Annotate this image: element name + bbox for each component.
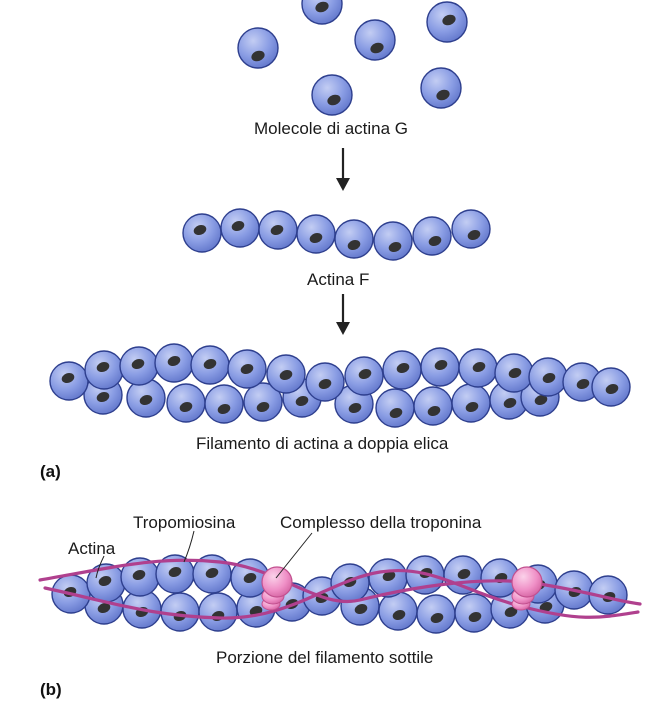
actin-monomer [373,221,413,261]
actin-monomer [311,74,353,116]
actin-monomer [454,593,494,633]
actin-monomer [458,348,498,388]
actin-monomer [375,388,415,428]
actin-monomer [258,210,298,250]
actin-monomer [344,356,384,396]
tropomyosin-strands [38,558,642,620]
actin-monomer [413,386,453,426]
actin-monomer [126,378,166,418]
actin-monomer [420,67,462,109]
actin-monomer [230,558,270,598]
actin-monomer [166,383,206,423]
actin-monomer [301,0,343,25]
double-helix-filament [49,343,631,428]
actin-monomer [190,345,230,385]
arrow-1 [336,148,350,191]
actin-monomer [412,216,452,256]
troponin-label: Complesso della troponina [280,513,482,532]
panel-a-label: (a) [40,462,61,481]
actin-monomer [198,592,238,632]
actin-monomer [266,354,306,394]
troponin-complex [261,566,293,611]
actin-monomer [154,343,194,383]
actin-monomer [443,555,483,595]
actin-monomer [334,219,374,259]
actin-monomer [49,361,89,401]
f-actin-chain [182,208,491,261]
troponin-complex [511,566,543,611]
actin-monomer [420,347,460,387]
tropomyosin-strand-1 [38,558,642,606]
thin-filament [51,554,628,634]
actin-label: Actina [68,539,116,558]
actin-monomer [160,592,200,632]
actin-monomer [354,19,396,61]
f-actin-caption: Actina F [307,270,370,289]
actin-monomer [416,594,456,634]
arrow-2 [336,294,350,335]
actin-monomer [330,563,370,603]
actin-monomer [220,208,260,248]
panel-b-label: (b) [40,680,62,699]
actin-monomer [84,350,124,390]
double-helix-caption: Filamento di actina a doppia elica [196,434,449,453]
actin-monomer [528,357,568,397]
actin-monomer [494,353,534,393]
actin-monomer [305,362,345,402]
actin-monomer [119,346,159,386]
actin-monomer [378,591,418,631]
actin-monomer [243,382,283,422]
actin-monomer [591,367,631,407]
g-actin-monomers [237,0,468,116]
actin-monomer [451,209,491,249]
actin-monomer [182,213,222,253]
actin-monomer [204,384,244,424]
tropomyosin-label: Tropomiosina [133,513,236,532]
actin-monomer [451,383,491,423]
actin-monomer [296,214,336,254]
tropomyosin-strand-2 [43,568,640,620]
actin-monomer [426,1,468,43]
actin-monomer [155,554,195,594]
g-actin-caption: Molecole di actina G [254,119,409,138]
troponin-complexes [261,566,543,611]
leader-lines [95,530,313,579]
actin-monomer [237,27,279,69]
actin-monomer [227,349,267,389]
actin-monomer [120,557,160,597]
actin-monomer [382,350,422,390]
thin-filament-caption: Porzione del filamento sottile [216,648,434,667]
